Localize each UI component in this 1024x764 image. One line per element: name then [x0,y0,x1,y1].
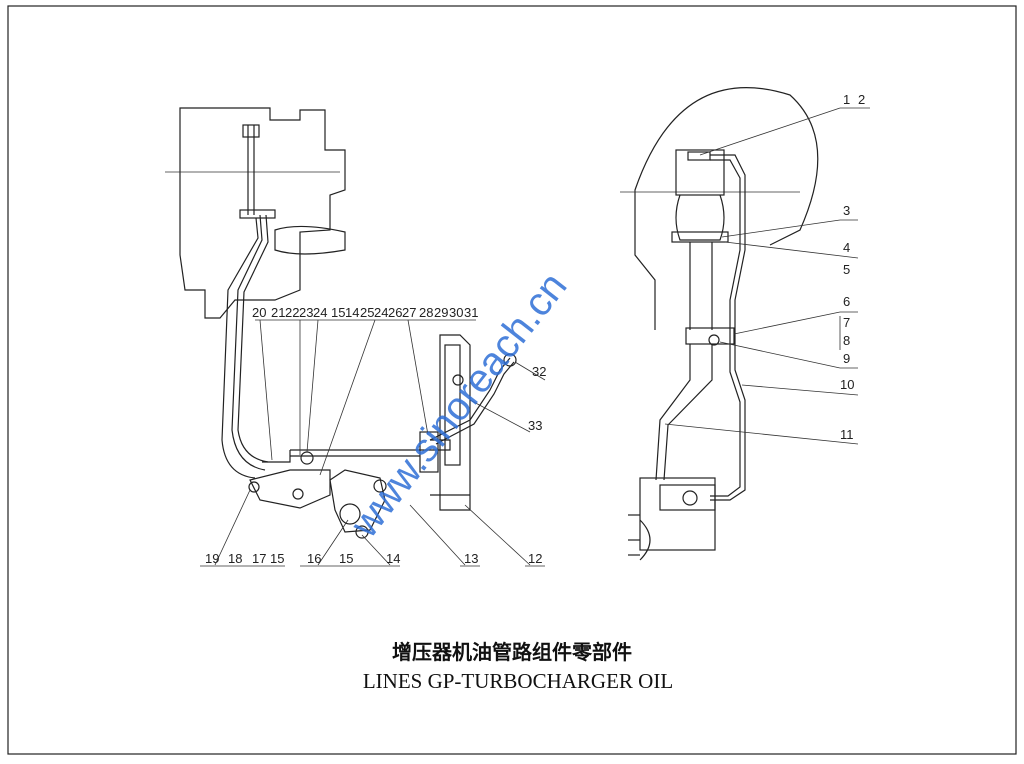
title-chinese: 增压器机油管路组件零部件 [392,640,632,664]
callout-label: 7 [843,315,850,330]
callout-label: 24 [313,305,327,320]
callout-label: 21 [271,305,285,320]
callout-label: 16 [307,551,321,566]
callout-label: 1 [843,92,850,107]
callout-label: 12 [528,551,542,566]
callout-label: 32 [532,364,546,379]
callout-label: 19 [205,551,219,566]
right-view-drawing [620,87,819,561]
callout-label: 22 [285,305,299,320]
callout-label: 30 [449,305,463,320]
callout-label: 27 [402,305,416,320]
callout-label: 29 [434,305,448,320]
callout-label: 23 [299,305,313,320]
left-view-leaders [200,319,546,567]
callout-label: 14 [386,551,400,566]
left-bottom-labels: 19 18 17 15 16 15 14 13 12 32 33 [205,364,546,566]
callout-label: 3 [843,203,850,218]
right-view-leaders [664,107,870,445]
callout-label: 28 [419,305,433,320]
callout-label: 26 [388,305,402,320]
callout-label: 2 [858,92,865,107]
callout-label: 11 [840,427,854,442]
right-labels: 1 2 3 4 5 6 7 8 9 10 11 [839,92,865,442]
callout-label: 17 [252,551,266,566]
callout-label: 5 [843,262,850,277]
callout-label: 10 [840,377,854,392]
callout-label: 4 [843,240,850,255]
callout-label: 13 [464,551,478,566]
callout-label: 33 [528,418,542,433]
callout-label: 15 [331,305,345,320]
left-view-drawing [165,107,517,539]
title-english: LINES GP-TURBOCHARGER OIL [363,669,673,693]
callout-label: 24 [374,305,388,320]
drawing-frame [7,5,1017,755]
callout-label: 6 [843,294,850,309]
callout-label: 31 [464,305,478,320]
callout-label: 15 [339,551,353,566]
callout-label: 15 [270,551,284,566]
left-top-labels: 20 21 22 23 24 15 14 25 24 26 27 28 29 3… [252,305,478,320]
callout-label: 8 [843,333,850,348]
callout-label: 20 [252,305,266,320]
callout-label: 25 [360,305,374,320]
callout-label: 14 [345,305,359,320]
callout-label: 9 [843,351,850,366]
callout-label: 18 [228,551,242,566]
